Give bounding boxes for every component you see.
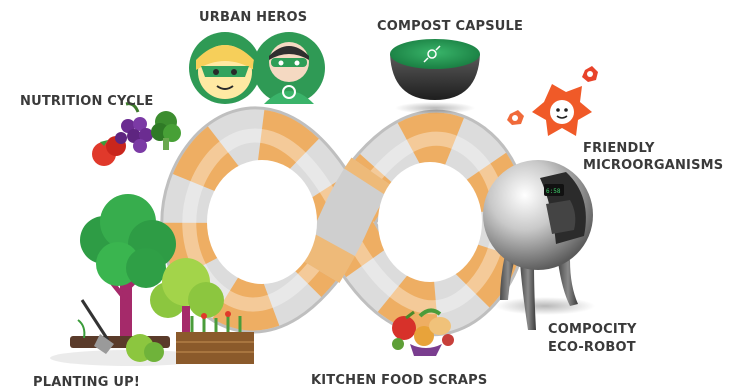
label-nutrition-cycle: NUTRITION CYCLE: [20, 94, 154, 109]
label-urban-heros: URBAN HEROS: [199, 10, 308, 25]
label-microorganisms: MICROORGANISMS: [583, 158, 724, 173]
label-kitchen-food-scraps: KITCHEN FOOD SCRAPS: [311, 373, 488, 388]
cycle-hole-right: [378, 162, 482, 282]
label-planting-up: PLANTING UP!: [33, 375, 140, 390]
microorganisms-icon: [507, 66, 598, 136]
label-eco-robot: ECO-ROBOT: [548, 340, 636, 355]
eco-robot-icon: 6:58: [483, 160, 595, 330]
svg-text:6:58: 6:58: [546, 188, 561, 195]
cycle-hole-left: [207, 160, 317, 284]
garden-trees-icon: [50, 194, 254, 366]
fruits-vegetables-icon: [92, 102, 181, 166]
infinity-cycle-band: [160, 106, 529, 337]
label-friendly: FRIENDLY: [583, 141, 655, 156]
cycle-crossover-orange: [296, 157, 393, 283]
urban-heroes-icon: [189, 32, 325, 104]
label-compost-capsule: COMPOST CAPSULE: [377, 19, 524, 34]
food-scraps-icon: [392, 308, 454, 356]
label-compocity: COMPOCITY: [548, 322, 637, 337]
compost-capsule-icon: [390, 39, 480, 114]
